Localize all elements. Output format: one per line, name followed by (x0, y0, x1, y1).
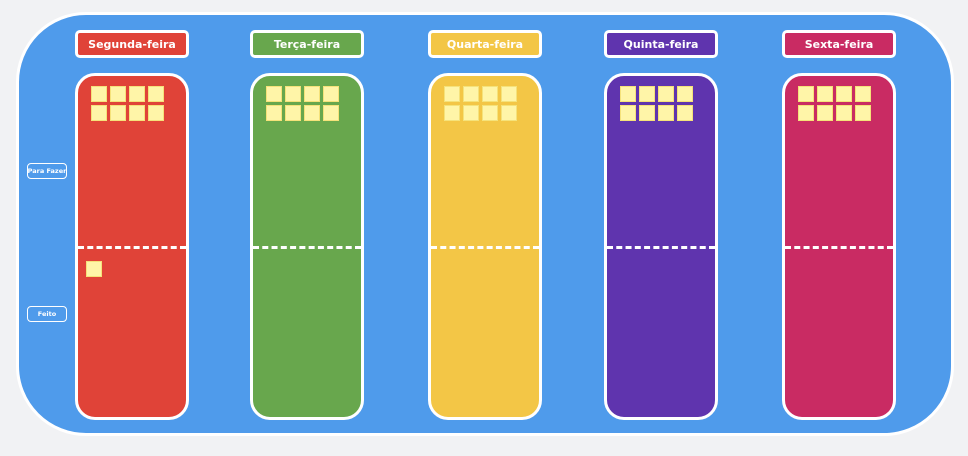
sticky-note[interactable] (323, 86, 339, 102)
todo-notes (266, 86, 339, 121)
sticky-note[interactable] (658, 105, 674, 121)
sticky-note[interactable] (677, 86, 693, 102)
sticky-note[interactable] (482, 86, 498, 102)
sticky-note[interactable] (148, 86, 164, 102)
sticky-note[interactable] (266, 105, 282, 121)
sticky-note[interactable] (463, 86, 479, 102)
sticky-note[interactable] (91, 105, 107, 121)
todo-notes (798, 86, 871, 121)
sticky-note[interactable] (285, 86, 301, 102)
todo-notes (91, 86, 164, 121)
day-header-monday[interactable]: Segunda-feira (75, 30, 189, 58)
sticky-note[interactable] (677, 105, 693, 121)
sticky-note[interactable] (110, 86, 126, 102)
sticky-note[interactable] (304, 105, 320, 121)
row-label-todo[interactable]: Para Fazer (27, 163, 67, 179)
day-column-thursday[interactable] (604, 73, 718, 420)
sticky-note[interactable] (855, 105, 871, 121)
column-divider (431, 246, 539, 249)
sticky-note[interactable] (304, 86, 320, 102)
sticky-note[interactable] (639, 105, 655, 121)
todo-notes (620, 86, 693, 121)
day-header-thursday[interactable]: Quinta-feira (604, 30, 718, 58)
sticky-note[interactable] (658, 86, 674, 102)
sticky-note[interactable] (639, 86, 655, 102)
sticky-note[interactable] (86, 261, 102, 277)
sticky-note[interactable] (148, 105, 164, 121)
sticky-note[interactable] (620, 86, 636, 102)
sticky-note[interactable] (129, 105, 145, 121)
sticky-note[interactable] (855, 86, 871, 102)
sticky-note[interactable] (836, 105, 852, 121)
sticky-note[interactable] (91, 86, 107, 102)
day-header-friday[interactable]: Sexta-feira (782, 30, 896, 58)
sticky-note[interactable] (323, 105, 339, 121)
sticky-note[interactable] (501, 105, 517, 121)
sticky-note[interactable] (463, 105, 479, 121)
sticky-note[interactable] (798, 105, 814, 121)
day-column-monday[interactable] (75, 73, 189, 420)
todo-notes (444, 86, 517, 121)
sticky-note[interactable] (817, 86, 833, 102)
sticky-note[interactable] (620, 105, 636, 121)
column-divider (785, 246, 893, 249)
column-divider (253, 246, 361, 249)
sticky-note[interactable] (444, 86, 460, 102)
day-column-tuesday[interactable] (250, 73, 364, 420)
sticky-note[interactable] (266, 86, 282, 102)
day-header-wednesday[interactable]: Quarta-feira (428, 30, 542, 58)
day-column-wednesday[interactable] (428, 73, 542, 420)
sticky-note[interactable] (110, 105, 126, 121)
sticky-note[interactable] (501, 86, 517, 102)
sticky-note[interactable] (836, 86, 852, 102)
row-label-done[interactable]: Feito (27, 306, 67, 322)
sticky-note[interactable] (285, 105, 301, 121)
day-column-friday[interactable] (782, 73, 896, 420)
column-divider (607, 246, 715, 249)
sticky-note[interactable] (482, 105, 498, 121)
day-header-tuesday[interactable]: Terça-feira (250, 30, 364, 58)
sticky-note[interactable] (817, 105, 833, 121)
sticky-note[interactable] (798, 86, 814, 102)
column-divider (78, 246, 186, 249)
sticky-note[interactable] (129, 86, 145, 102)
sticky-note[interactable] (444, 105, 460, 121)
